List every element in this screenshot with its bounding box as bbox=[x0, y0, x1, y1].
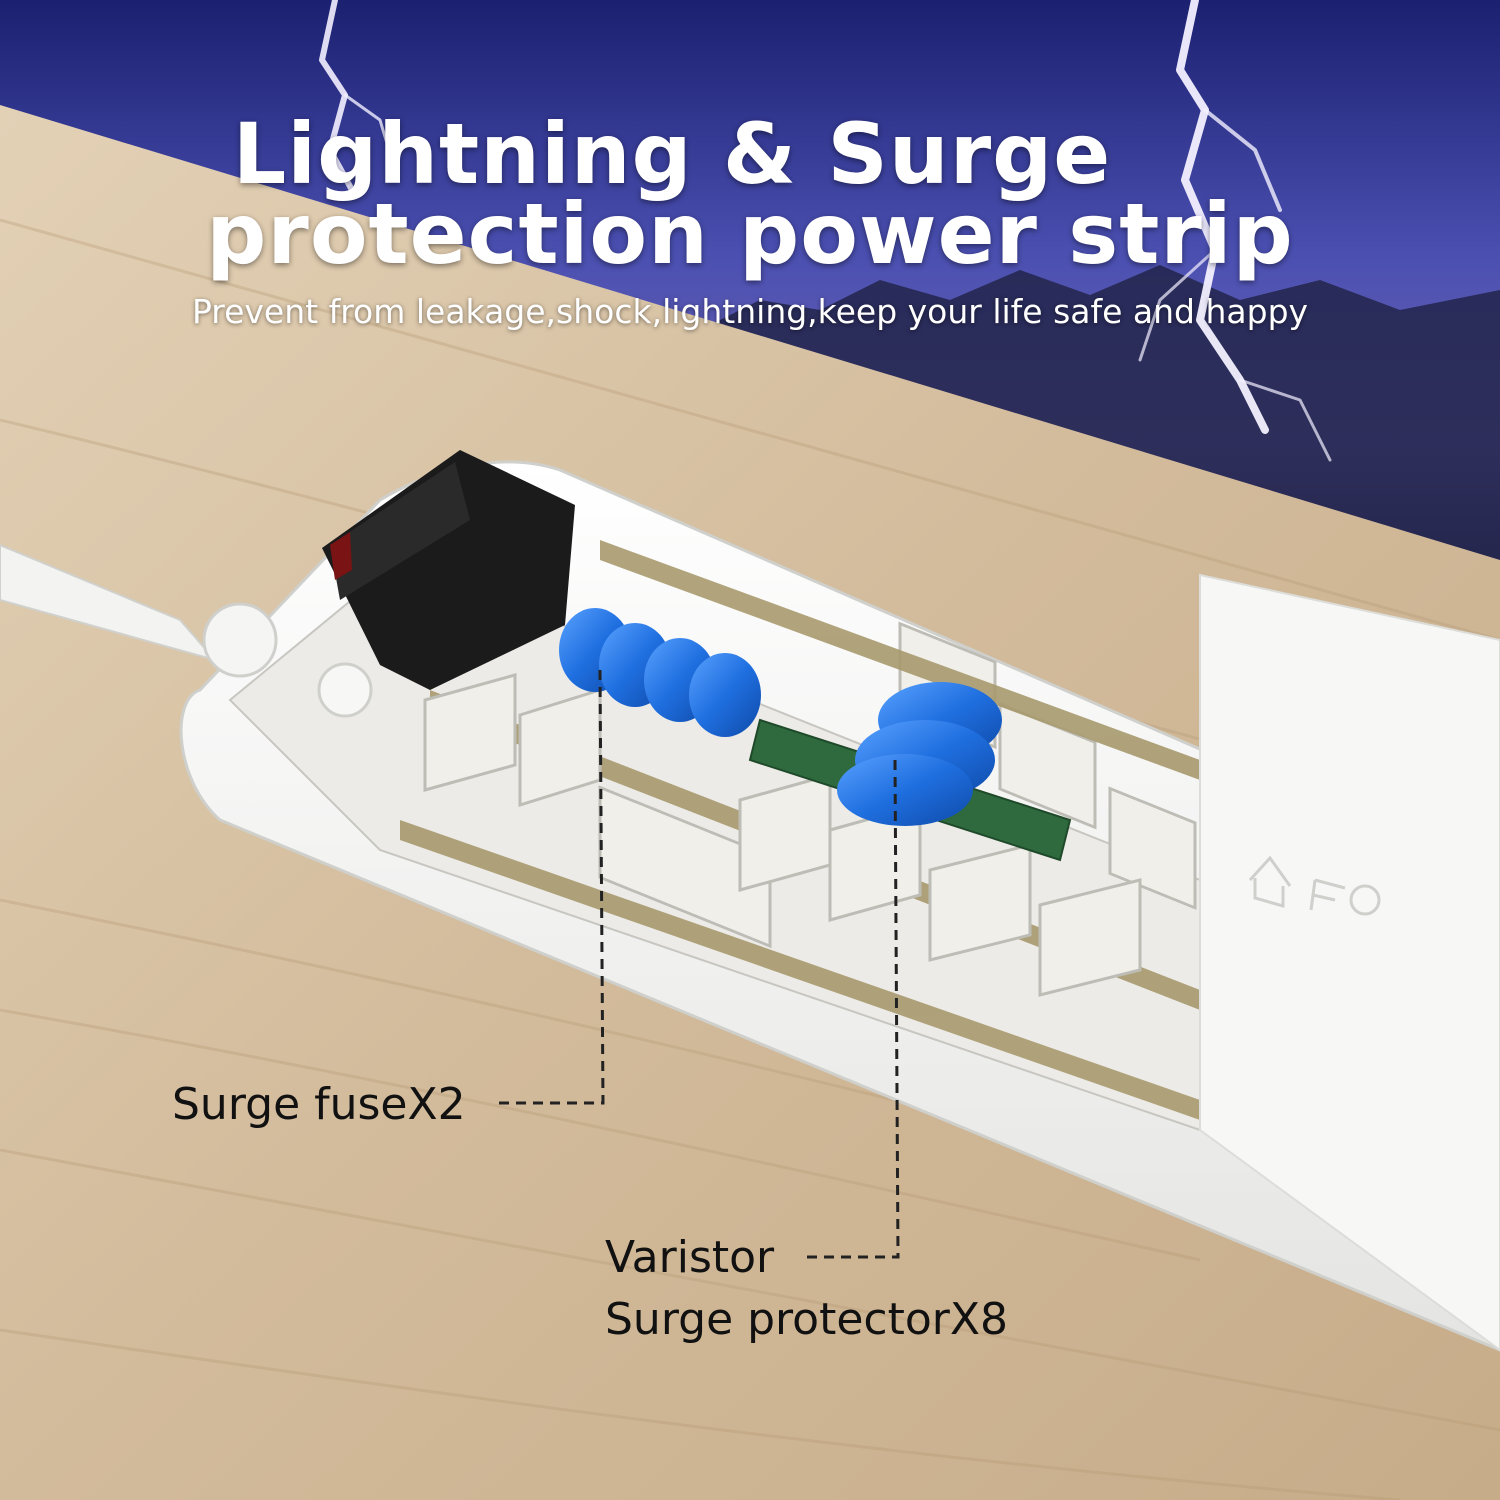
varistor-label: Varistor bbox=[605, 1232, 775, 1283]
lightning-icon bbox=[319, 0, 1332, 462]
callout-leader-lines bbox=[495, 669, 900, 1259]
surge-fuse-label: Surge fuseX2 bbox=[172, 1079, 466, 1130]
varistor-group-1 bbox=[559, 608, 761, 737]
rating-label-panel bbox=[1199, 573, 1500, 1352]
surge-protector-label: Surge protectorX8 bbox=[605, 1294, 1009, 1345]
fc-mark-icon bbox=[1248, 855, 1381, 916]
cord-grommet bbox=[202, 602, 278, 678]
rocker-switch bbox=[322, 450, 575, 690]
varistor-group-2 bbox=[837, 682, 1002, 826]
headline-line-2: protection power strip bbox=[206, 185, 1294, 283]
socket-row-front bbox=[423, 673, 1142, 997]
subtitle: Prevent from leakage,shock,lightning,kee… bbox=[191, 292, 1309, 331]
headline-line-1: Lightning & Surge bbox=[232, 105, 1112, 203]
